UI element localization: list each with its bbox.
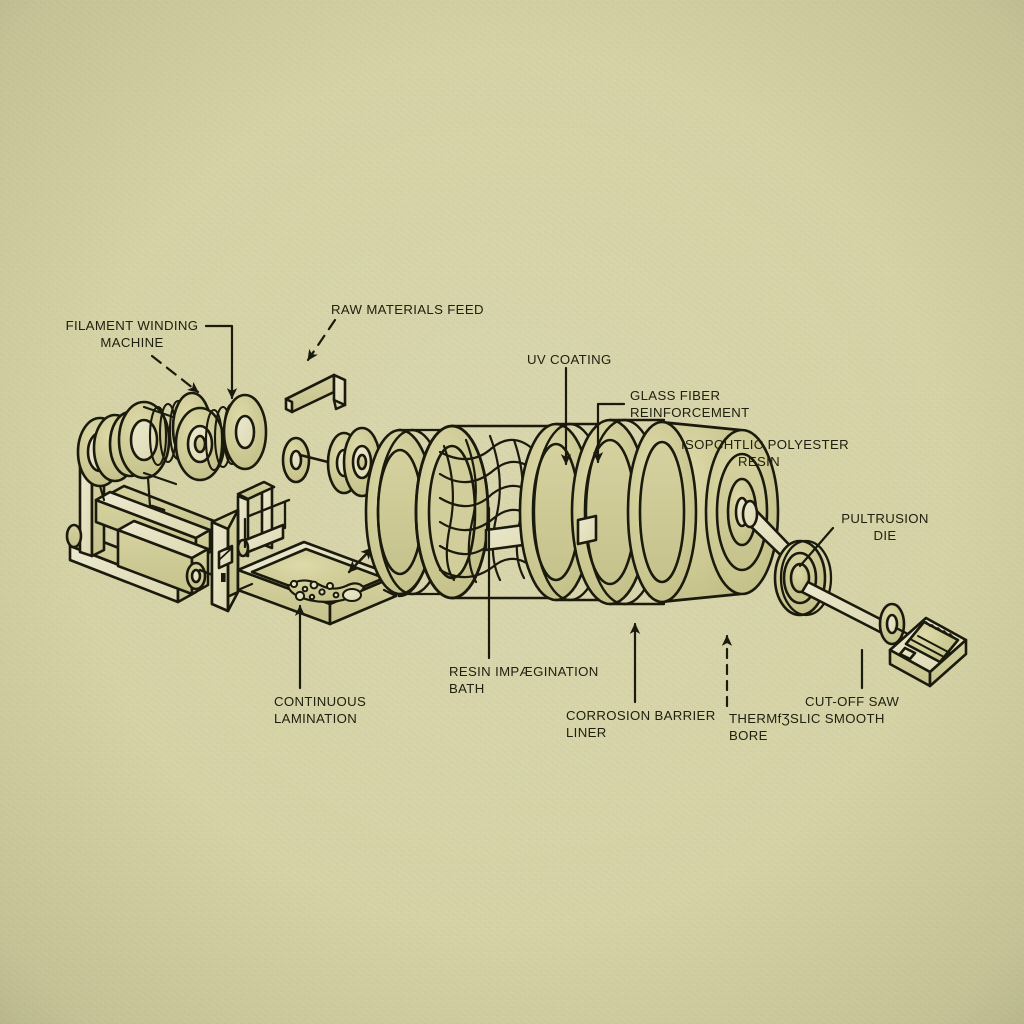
part-guide-ring — [878, 602, 922, 646]
component-raw-materials-feed — [284, 373, 347, 414]
label-raw-materials-feed: RAW MATERIALS FEED — [331, 302, 484, 317]
label-corrosion-barrier-liner: CORROSION BARRIER LINER — [566, 708, 716, 740]
label-pultrusion-die: PULTRUSION DIE — [841, 511, 929, 543]
component-pipe-assembly — [281, 418, 922, 646]
motion-arrow-bath — [347, 546, 374, 574]
label-isophthalic-polyester-resin: ISOPCHTLIC POLYESTER RESIN — [681, 437, 849, 469]
label-glass-fiber-reinforcement: GLASS FIBER REINFORCEMENT — [630, 388, 750, 420]
label-uv-coating: UV COATING — [527, 352, 612, 367]
part-shell-ring-mid — [518, 422, 610, 602]
part-glass-fiber-reinforcement — [414, 424, 554, 600]
component-continuous-lamination — [210, 480, 291, 613]
label-resin-impregnation-bath: RESIN IMPÆGINATION BATH — [449, 664, 599, 696]
spool-stack-b — [174, 393, 268, 482]
label-cut-off-saw: CUT-OFF SAW — [805, 694, 900, 709]
part-pultrusion-die — [773, 539, 888, 634]
leader-lines — [150, 318, 864, 708]
label-continuous-lamination: CONTINUOUS LAMINATION — [274, 694, 367, 726]
component-resin-impregnation-bath — [236, 540, 398, 626]
part-uv-coating-ring — [570, 418, 666, 606]
label-thermoplastic-smooth-bore: THERMfƷSLIC SMOOTH BORE — [729, 711, 885, 743]
label-filament-winding-machine: FILAMENT WINDING MACHINE — [65, 318, 199, 350]
component-cut-off-saw — [888, 616, 968, 688]
